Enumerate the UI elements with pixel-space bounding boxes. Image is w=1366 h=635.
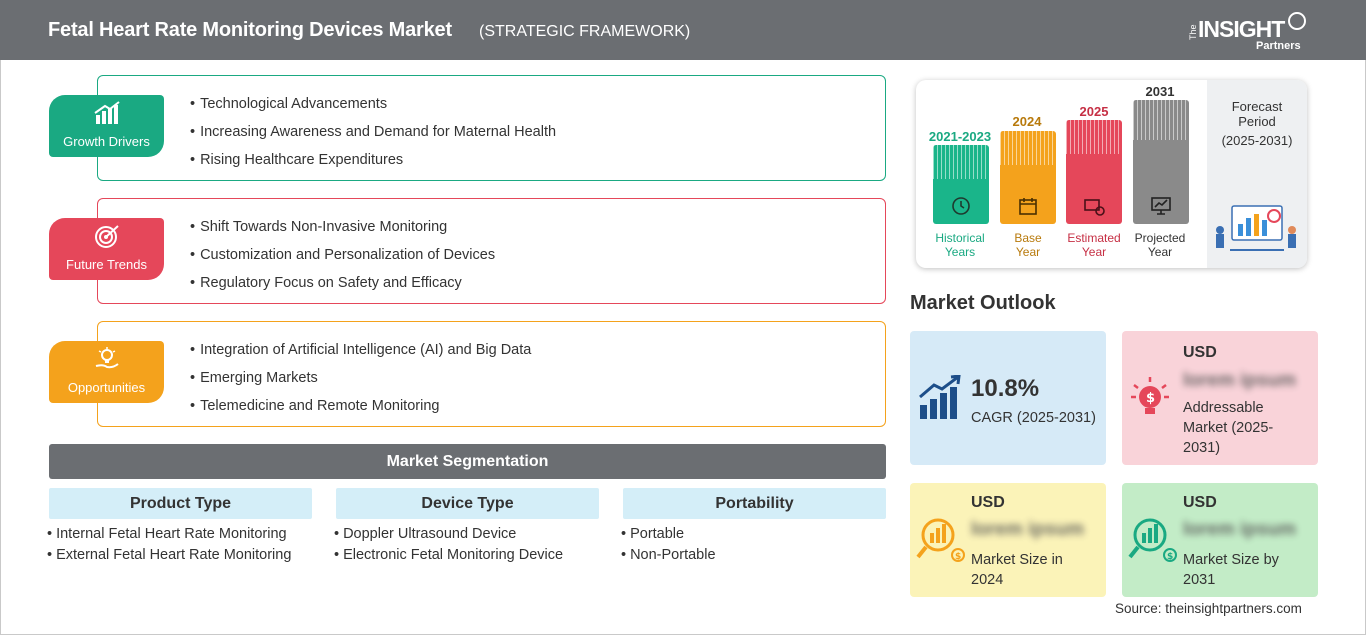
page-title: Fetal Heart Rate Monitoring Devices Mark… (48, 19, 452, 41)
timeline-label-line: Historical (935, 231, 985, 245)
list-item: Shift Towards Non-Invasive Monitoring (190, 219, 495, 247)
growth-chart-icon (919, 375, 961, 419)
size-2024-value: lorem ipsum (971, 519, 1084, 540)
size-2031-value: lorem ipsum (1183, 519, 1296, 540)
svg-text:$: $ (1146, 391, 1155, 406)
list-item: External Fetal Heart Rate Monitoring (47, 547, 291, 568)
list-item: Non-Portable (621, 547, 715, 568)
growth-drivers-tag: Growth Drivers (49, 95, 164, 157)
list-item: Rising Healthcare Expenditures (190, 152, 556, 180)
timeline-label-line: Year (1147, 245, 1173, 259)
market-forecast-analysis-icon: $ (1128, 518, 1177, 562)
timeline-year-estimated: 2025 (1079, 104, 1109, 119)
cagr-caption: CAGR (2025-2031) (971, 410, 1096, 426)
timeline-label-line: Years (944, 245, 976, 259)
timeline-label-line: Year (1081, 245, 1107, 259)
estimate-settings-icon (1084, 199, 1105, 216)
list-item: Electronic Fetal Monitoring Device (334, 547, 563, 568)
calendar-icon (1019, 198, 1037, 215)
timeline-label-line: Base (1014, 231, 1042, 245)
list-item: Portable (621, 526, 716, 547)
source-link[interactable]: Source: theinsightpartners.com (1115, 601, 1302, 616)
segment-header-device-type: Device Type (336, 488, 599, 519)
bar-stripes (1066, 120, 1122, 154)
list-item: Doppler Ultrasound Device (334, 526, 563, 547)
bar-stripes (1000, 131, 1056, 165)
list-item: Emerging Markets (190, 370, 531, 398)
svg-text:$: $ (1167, 552, 1173, 562)
list-item: Internal Fetal Heart Rate Monitoring (47, 526, 291, 547)
timeline-bar-estimated (1066, 120, 1122, 224)
page-header: Fetal Heart Rate Monitoring Devices Mark… (0, 0, 1366, 60)
timeline-label-base: Base Year (988, 231, 1068, 259)
history-clock-icon (952, 197, 970, 215)
future-trends-tag: Future Trends (49, 218, 164, 280)
page-subtitle: (STRATEGIC FRAMEWORK) (479, 23, 691, 40)
timeline-year-projected: 2031 (1145, 84, 1175, 99)
forecast-period-title: Forecast Period (1231, 99, 1283, 129)
size-2024-caption: Market Size in 2024 (971, 552, 1063, 588)
list-item: Telemedicine and Remote Monitoring (190, 398, 531, 426)
size-2024-usd: USD (971, 494, 1005, 511)
addressable-caption: Addressable Market (2025-2031) (1183, 400, 1274, 456)
timeline-label-estimated: Estimated Year (1054, 231, 1134, 259)
timeline-label-projected: Projected Year (1120, 231, 1200, 259)
market-size-2031-card: $ USD lorem ipsum Market Size by 2031 (1122, 483, 1318, 597)
opportunities-label: Opportunities (67, 380, 146, 395)
cagr-card: 10.8% CAGR (2025-2031) (910, 331, 1106, 465)
list-item: Customization and Personalization of Dev… (190, 247, 495, 275)
opportunities-tag: Opportunities (49, 341, 164, 403)
list-item: Increasing Awareness and Demand for Mate… (190, 124, 556, 152)
projection-board-icon (1151, 197, 1171, 215)
list-item: Technological Advancements (190, 96, 556, 124)
lightbulb-hand-icon (95, 347, 119, 369)
bar-stripes (1133, 100, 1189, 140)
forecast-period-range: (2025-2031) (1221, 133, 1293, 148)
logo-the: The (1188, 24, 1198, 40)
addressable-value: lorem ipsum (1183, 370, 1296, 391)
addressable-market-card: $ USD lorem ipsum Addressable Market (20… (1122, 331, 1318, 465)
timeline-bar-base (1000, 131, 1056, 224)
cagr-value: 10.8% (971, 375, 1040, 402)
market-size-analysis-icon: $ (916, 518, 965, 562)
timeline-bar-historical (933, 145, 989, 224)
svg-text:$: $ (955, 552, 961, 562)
future-trends-label: Future Trends (66, 257, 147, 272)
timeline-year-historical: 2021-2023 (928, 129, 992, 144)
segment-header-product-type: Product Type (49, 488, 312, 519)
market-size-2024-card: $ USD lorem ipsum Market Size in 2024 (910, 483, 1106, 597)
logo-ring-icon (1288, 12, 1306, 30)
target-icon (95, 225, 119, 248)
size-2031-usd: USD (1183, 494, 1217, 511)
segment-list-portability: Portable Non-Portable (621, 526, 716, 568)
timeline-year-base: 2024 (1012, 114, 1042, 129)
timeline-label-line: Year (1015, 245, 1041, 259)
growth-chart-icon (94, 101, 120, 124)
segment-header-portability: Portability (623, 488, 886, 519)
timeline-label-line: Estimated (1067, 231, 1121, 245)
analytics-illustration-icon (1216, 205, 1296, 251)
bar-stripes (933, 145, 989, 179)
segmentation-title: Market Segmentation (49, 444, 886, 479)
logo-insight: INSIGHT (1198, 16, 1285, 42)
timeline-label-line: Projected (1134, 231, 1186, 245)
list-item: Integration of Artificial Intelligence (… (190, 342, 531, 370)
dollar-bulb-icon: $ (1131, 377, 1169, 414)
segment-list-product-type: Internal Fetal Heart Rate Monitoring Ext… (47, 526, 291, 568)
growth-drivers-list: Technological Advancements Increasing Aw… (190, 96, 556, 180)
opportunities-list: Integration of Artificial Intelligence (… (190, 342, 531, 426)
timeline-label-historical: Historical Years (920, 231, 1000, 259)
size-2031-caption: Market Size by 2031 (1183, 552, 1279, 588)
insight-partners-logo: The INSIGHT Partners (1188, 10, 1313, 54)
growth-drivers-label: Growth Drivers (63, 134, 150, 149)
future-trends-list: Shift Towards Non-Invasive Monitoring Cu… (190, 219, 495, 303)
timeline-bar-projected (1133, 100, 1189, 224)
logo-partners: Partners (1256, 40, 1301, 52)
segment-list-device-type: Doppler Ultrasound Device Electronic Fet… (334, 526, 563, 568)
addressable-usd: USD (1183, 344, 1217, 361)
market-outlook-title: Market Outlook (910, 292, 1056, 314)
list-item: Regulatory Focus on Safety and Efficacy (190, 275, 495, 303)
